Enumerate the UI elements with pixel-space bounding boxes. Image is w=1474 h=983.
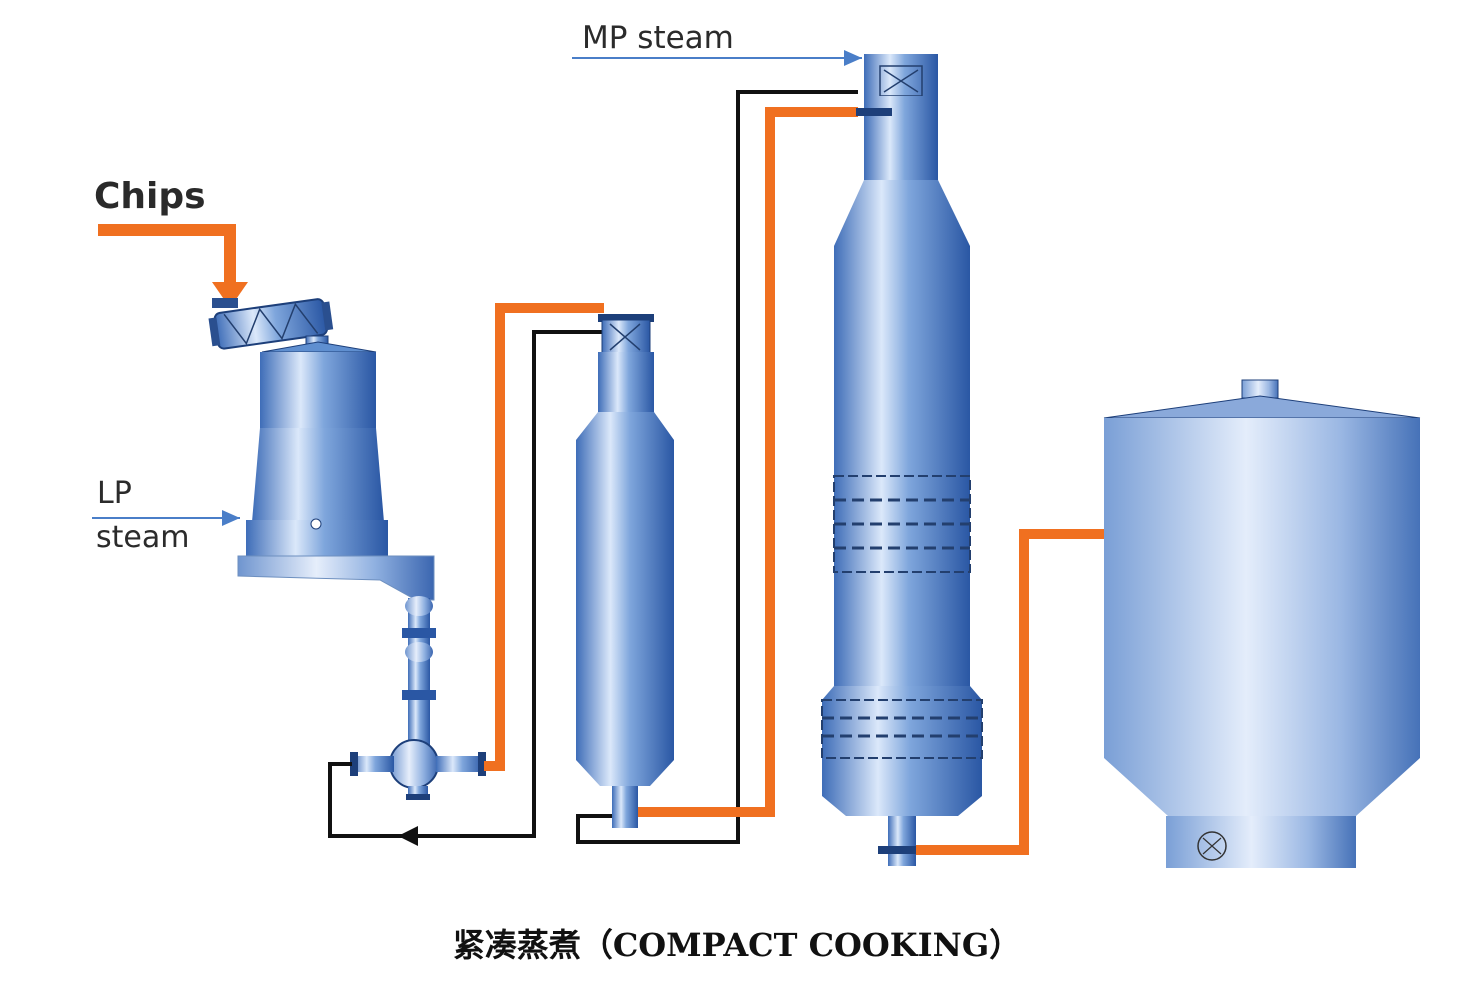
- digester-screen-lower: [821, 699, 983, 759]
- chips-label: Chips: [94, 176, 206, 217]
- chip-slurry-line-1: [484, 303, 604, 771]
- diagram-caption: 紧凑蒸煮（COMPACT COOKING）: [452, 926, 1022, 964]
- chip-meter-inlet: [212, 298, 238, 308]
- chip-slurry-line-2: [638, 107, 858, 817]
- blow-line: [916, 529, 1104, 855]
- lp-steam-label-line1: LP: [97, 476, 132, 511]
- chips-feed-arrow: [98, 224, 248, 308]
- chip-bin: [237, 335, 435, 601]
- chip-meter: [208, 298, 334, 350]
- chute-column: [350, 596, 486, 800]
- digester: [821, 54, 983, 866]
- lp-steam-label-line2: steam: [96, 520, 190, 555]
- liquor-return-line: [328, 330, 604, 846]
- blow-tank: [1103, 379, 1421, 868]
- mp-steam-label: MP steam: [582, 20, 734, 56]
- liquor-line-2: [576, 90, 858, 844]
- impregnation-vessel: [576, 314, 674, 828]
